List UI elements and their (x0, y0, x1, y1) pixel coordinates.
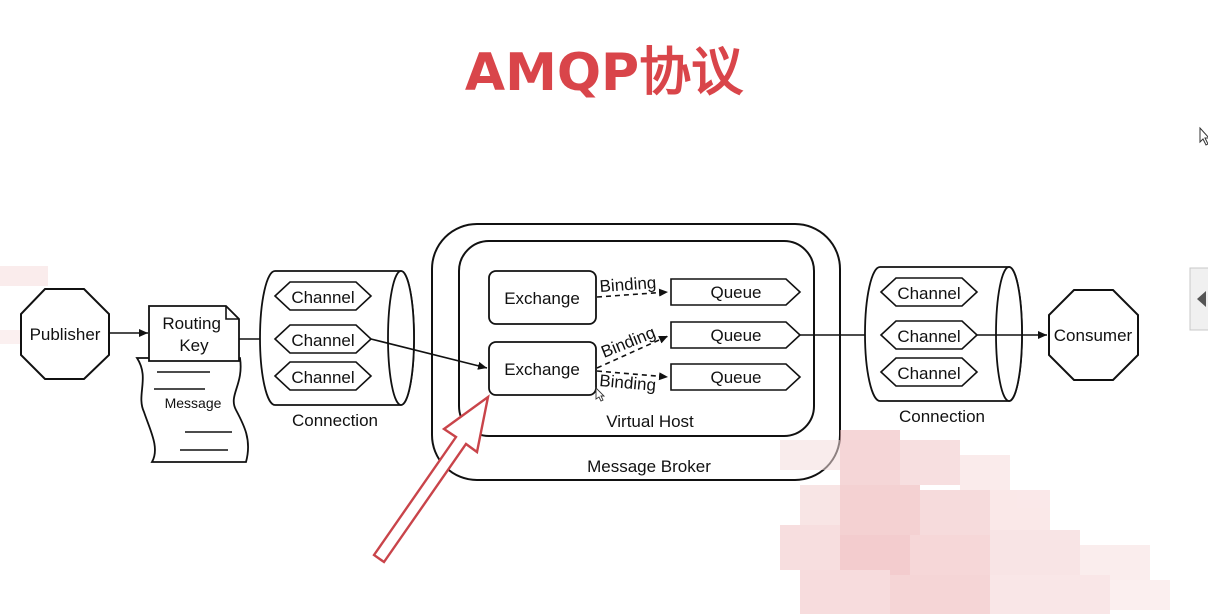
virtual-host-label: Virtual Host (606, 412, 694, 431)
publisher-label: Publisher (30, 325, 101, 344)
svg-text:Channel: Channel (897, 284, 960, 303)
message-broker-label: Message Broker (587, 457, 711, 476)
arrow-channel-exchange (370, 338, 488, 370)
binding-3: Binding (596, 370, 669, 395)
right-channel-3: Channel (879, 357, 979, 387)
routing-key-node: Routing Key (148, 305, 240, 362)
queue-2: Queue (670, 321, 802, 349)
svg-text:Queue: Queue (710, 368, 761, 387)
pixelated-watermark (780, 430, 1170, 614)
left-connection: Channel Channel Channel Connection (259, 270, 415, 430)
right-channel-1: Channel (879, 277, 979, 307)
exchange-1: Exchange (488, 270, 597, 325)
svg-text:Channel: Channel (291, 288, 354, 307)
svg-text:Queue: Queue (710, 326, 761, 345)
page-title: AMQP协议 (464, 43, 744, 103)
svg-text:Binding: Binding (599, 371, 657, 395)
queue-1: Queue (670, 278, 802, 306)
collapse-left-icon (1197, 291, 1206, 307)
publisher-node: Publisher (20, 288, 110, 380)
cursor-small-icon (595, 386, 606, 402)
svg-text:Channel: Channel (897, 327, 960, 346)
pixelation-left (0, 266, 48, 344)
svg-text:Queue: Queue (710, 283, 761, 302)
left-connection-label: Connection (292, 411, 378, 430)
left-channel-2: Channel (273, 324, 373, 354)
consumer-label: Consumer (1054, 326, 1133, 345)
mouse-pointer-icon (1199, 126, 1208, 146)
svg-text:Channel: Channel (291, 368, 354, 387)
svg-text:Binding: Binding (599, 273, 657, 296)
message-label: Message (165, 395, 222, 411)
routing-key-label: Routing Key (162, 314, 225, 355)
right-connection: Channel Channel Channel Connection (864, 266, 1023, 426)
consumer-node: Consumer (1048, 289, 1139, 381)
message-broker: Message Broker (431, 223, 841, 481)
svg-text:Exchange: Exchange (504, 289, 580, 308)
right-channel-2: Channel (879, 320, 979, 350)
left-channel-1: Channel (273, 281, 373, 311)
highlight-arrow (372, 394, 490, 564)
svg-text:Channel: Channel (291, 331, 354, 350)
left-channel-3: Channel (273, 361, 373, 391)
queue-3: Queue (670, 363, 802, 391)
binding-1: Binding (596, 273, 669, 298)
side-tab[interactable] (1189, 267, 1208, 331)
svg-text:Exchange: Exchange (504, 360, 580, 379)
message-node: Message (135, 357, 249, 463)
right-connection-label: Connection (899, 407, 985, 426)
svg-text:Channel: Channel (897, 364, 960, 383)
exchange-2: Exchange (488, 341, 597, 396)
